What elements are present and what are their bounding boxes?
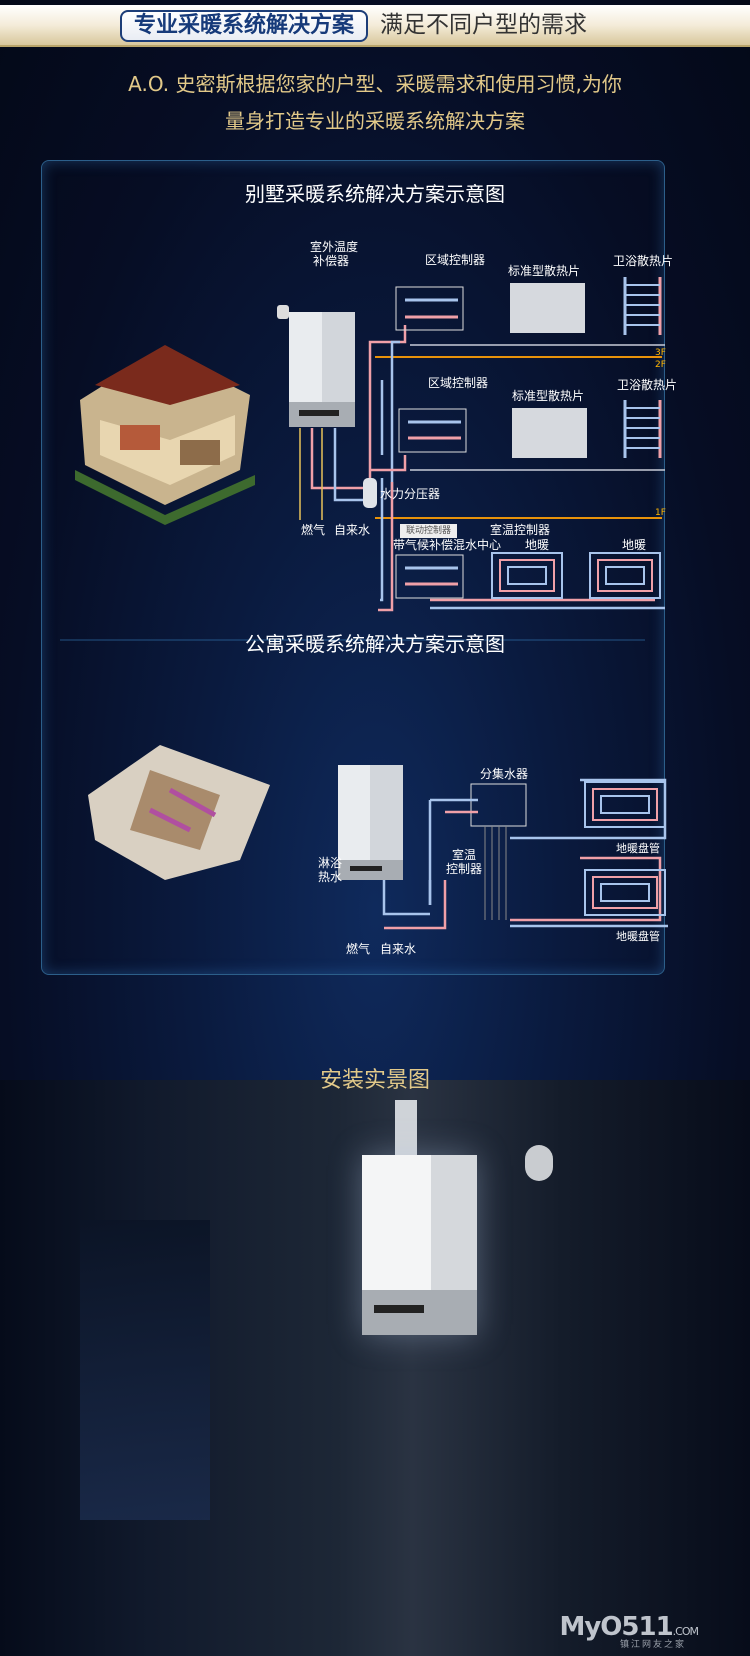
floor-heating-label: 地暖 — [622, 538, 647, 552]
install-title: 安装实景图 — [319, 1068, 430, 1093]
installed-boiler — [362, 1155, 477, 1335]
apartment-illustration — [88, 745, 270, 880]
radiator-label: 标准型散热片 — [512, 389, 585, 403]
villa-house-illustration — [75, 345, 255, 525]
floor-1f: 1F — [655, 508, 666, 518]
bath-radiator-label: 卫浴散热片 — [613, 254, 674, 268]
watermark-tagline: 镇江网友之家 — [619, 1640, 686, 1650]
apartment-boiler — [338, 765, 403, 880]
apartment-diagram-title: 公寓采暖系统解决方案示意图 — [245, 632, 505, 656]
heating-diagrams — [60, 277, 668, 930]
bath-radiators — [623, 277, 662, 458]
room-thermostat-device — [525, 1145, 553, 1181]
tap-water-label: 自来水 — [334, 523, 371, 537]
floor-2f: 2F — [655, 360, 666, 370]
gas-label: 燃气 — [301, 523, 326, 537]
watermark-logo: MyO511.COM — [559, 1612, 699, 1642]
outdoor-sensor-label-2: 补偿器 — [313, 254, 350, 268]
coil-label: 地暖盘管 — [616, 930, 660, 943]
header-subtitle: 满足不同户型的需求 — [380, 12, 587, 38]
header-title: 专业采暖系统解决方案 — [120, 10, 368, 42]
coil-label: 地暖盘管 — [616, 842, 660, 855]
window-city-view — [80, 1220, 210, 1520]
installation-photo — [0, 1080, 750, 1656]
gas-label: 燃气 — [346, 942, 371, 956]
mixing-center-label: 带气候补偿混水中心 — [393, 538, 502, 552]
room-thermostat-label-2: 控制器 — [446, 862, 483, 876]
diagram-panel — [41, 160, 665, 975]
villa-boiler — [277, 305, 355, 427]
zone-controller-label: 区域控制器 — [428, 376, 489, 390]
intro-line-1: A.O. 史密斯根据您家的户型、采暖需求和使用习惯,为你 — [128, 72, 622, 96]
flue-pipe — [395, 1100, 417, 1160]
intro-line-2: 量身打造专业的采暖系统解决方案 — [225, 109, 525, 133]
shower-label-2: 热水 — [318, 870, 343, 884]
shower-label-1: 淋浴 — [318, 856, 343, 870]
hydraulic-separator-label: 水力分压器 — [380, 487, 441, 501]
room-thermostat-label: 室温控制器 — [490, 523, 551, 537]
radiator-label: 标准型散热片 — [508, 264, 581, 278]
outdoor-sensor-label-1: 室外温度 — [310, 240, 359, 254]
bath-radiator-label: 卫浴散热片 — [617, 378, 678, 392]
radiators — [510, 283, 587, 458]
floor-heating-label: 地暖 — [525, 538, 550, 552]
tap-water-label: 自来水 — [380, 942, 417, 956]
room-thermostat-label-1: 室温 — [452, 848, 477, 862]
linked-controller-label: 联动控制器 — [400, 524, 458, 538]
manifold-label: 分集水器 — [480, 767, 529, 781]
zone-controller-label: 区域控制器 — [425, 253, 486, 267]
floor-3f: 3F — [655, 348, 666, 358]
villa-diagram-title: 别墅采暖系统解决方案示意图 — [245, 182, 505, 206]
